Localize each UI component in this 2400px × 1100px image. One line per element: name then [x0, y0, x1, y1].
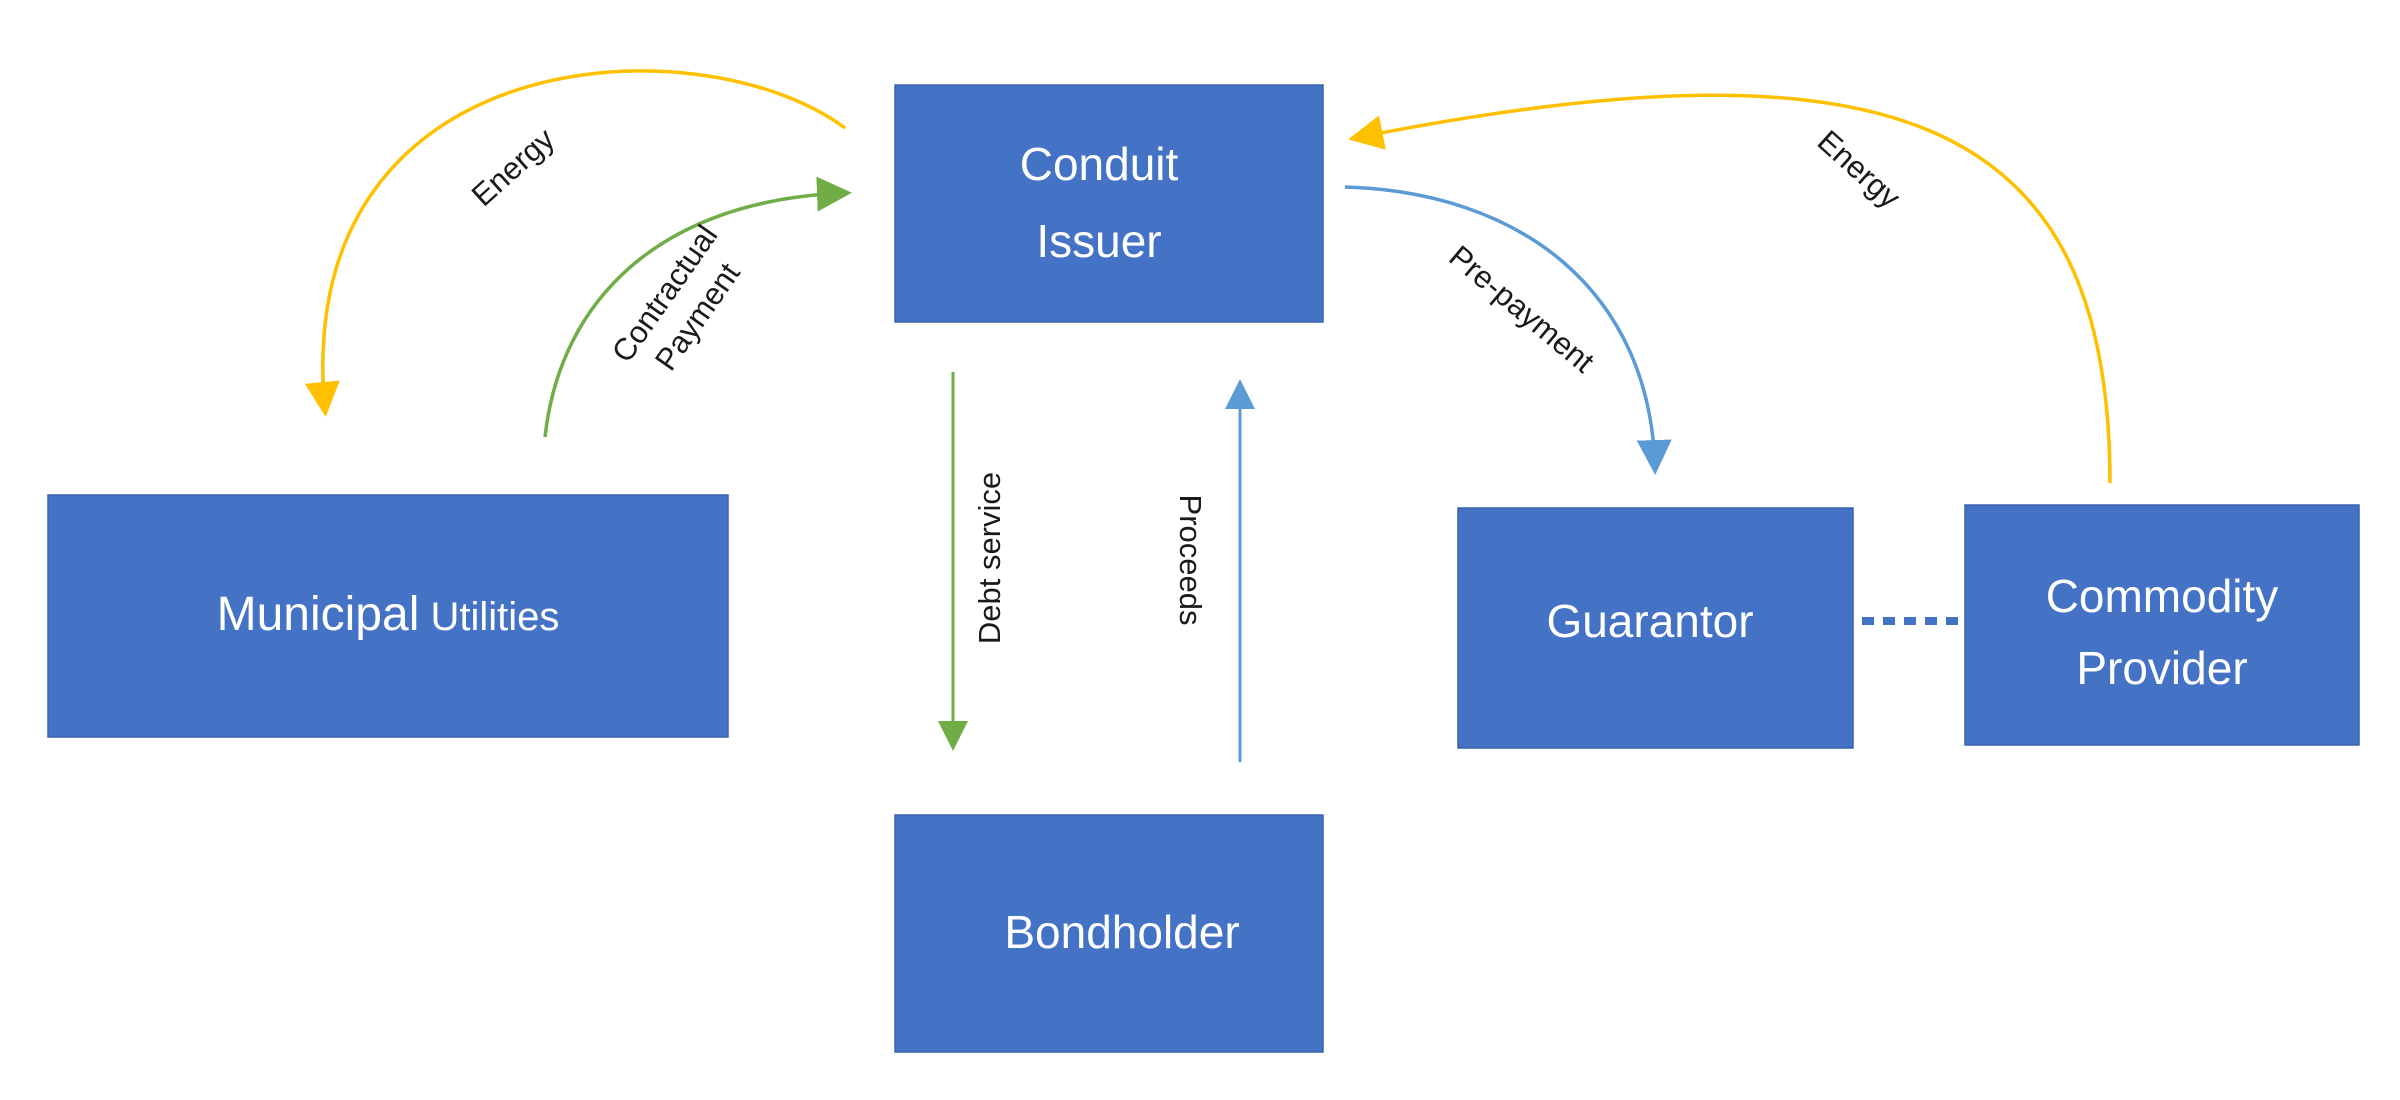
- utilities-word: Utilities: [419, 595, 559, 639]
- municipal-word: Municipal: [217, 588, 420, 641]
- debt-service-label: Debt service: [972, 472, 1007, 644]
- prepayment-label: Pre-payment: [1443, 239, 1602, 380]
- energy-left-label: Energy: [465, 121, 562, 213]
- contractual-payment-arrow: [543, 176, 852, 438]
- energy-right-arrow: [1348, 93, 2112, 484]
- commodity-provider-line2: Provider: [2076, 642, 2247, 694]
- contractual-payment-label: Contractual Payment: [605, 219, 747, 377]
- municipal-utilities-label: Municipal Utilities: [217, 588, 560, 641]
- prepayment-arrow: [1344, 185, 1672, 475]
- commodity-provider-line1: Commodity: [2046, 570, 2279, 622]
- node-municipal-utilities: Municipal Utilities: [47, 494, 729, 738]
- energy-left-arrow: [304, 69, 847, 417]
- node-bondholder: Bondholder: [894, 814, 1324, 1053]
- node-conduit-issuer: Conduit Issuer: [894, 84, 1324, 323]
- node-guarantor: Guarantor: [1457, 507, 1854, 749]
- energy-right-label: Energy: [1811, 123, 1908, 215]
- guarantor-label: Guarantor: [1546, 595, 1753, 647]
- proceeds-label: Proceeds: [1173, 495, 1208, 626]
- bondholder-label: Bondholder: [1004, 906, 1239, 958]
- conduit-issuer-line1: Conduit: [1020, 138, 1179, 190]
- node-commodity-provider: Commodity Provider: [1964, 504, 2360, 746]
- conduit-issuer-line2: Issuer: [1036, 215, 1161, 267]
